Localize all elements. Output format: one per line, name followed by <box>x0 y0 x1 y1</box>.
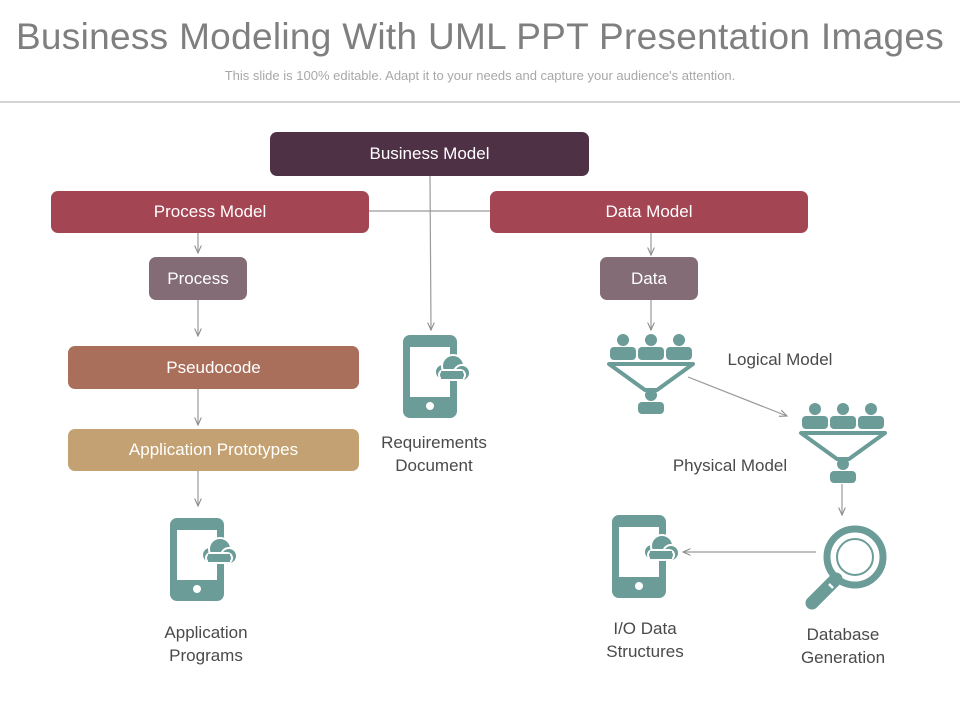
mobile-phone-with-cloud-icon <box>612 515 679 598</box>
people-funnel-icon <box>799 403 887 483</box>
pseudocode-label: Pseudocode <box>166 357 261 377</box>
data-box: Data <box>600 257 698 300</box>
data-model-box: Data Model <box>490 191 808 233</box>
page-subtitle: This slide is 100% editable. Adapt it to… <box>224 68 736 83</box>
arrow-business-to-requirements <box>430 175 431 330</box>
physical-model-label: Physical Model <box>672 456 788 475</box>
process-box: Process <box>149 257 247 300</box>
io-data-structures-label: I/O Data Structures <box>606 619 684 661</box>
requirements-document-label: Requirements Document <box>381 433 487 475</box>
mobile-phone-with-cloud-icon <box>403 335 470 418</box>
database-generation-label: Database Generation <box>800 625 886 667</box>
process-model-box: Process Model <box>51 191 369 233</box>
page-title: Business Modeling With UML PPT Presentat… <box>15 16 945 57</box>
process-model-label: Process Model <box>153 202 267 221</box>
data-label: Data <box>631 268 667 288</box>
application-prototypes-box: Application Prototypes <box>68 429 359 471</box>
data-model-label: Data Model <box>605 202 693 221</box>
mobile-phone-with-cloud-icon <box>170 518 237 601</box>
people-funnel-icon <box>607 334 695 414</box>
business-model-box: Business Model <box>270 132 589 176</box>
application-prototypes-label: Application Prototypes <box>128 440 299 459</box>
arrow-logical-to-physical <box>687 376 787 416</box>
process-label: Process <box>167 268 229 288</box>
magnifying-glass-icon <box>805 525 887 610</box>
logical-model-label: Logical Model <box>727 350 833 369</box>
business-model-label: Business Model <box>369 144 490 163</box>
pseudocode-box: Pseudocode <box>68 346 359 389</box>
application-programs-label: Application Programs <box>164 623 248 665</box>
header-divider <box>0 101 960 103</box>
